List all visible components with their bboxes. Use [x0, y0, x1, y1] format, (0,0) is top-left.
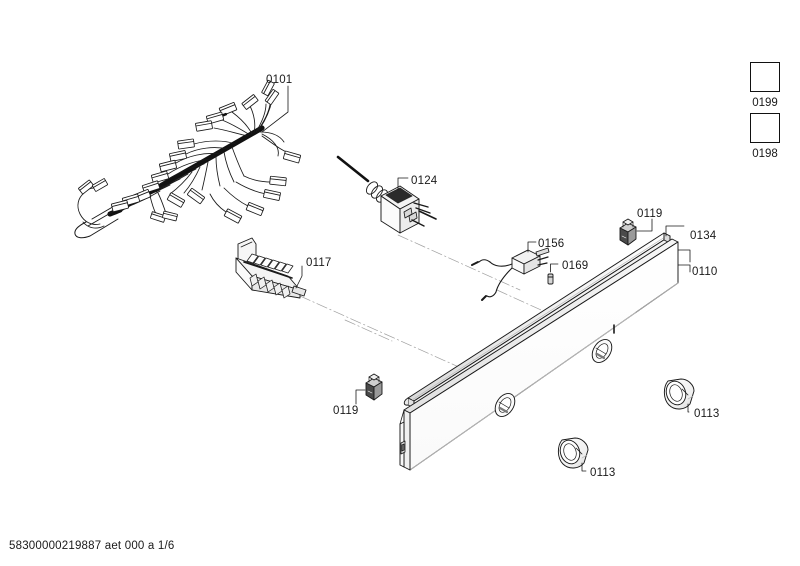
leader-0134	[665, 225, 685, 237]
leader-0169	[550, 263, 559, 273]
leader-0101	[261, 85, 289, 133]
leader-0119-lower	[355, 389, 366, 405]
part-label-0110: 0110	[692, 266, 718, 278]
part-0169-bushing	[547, 273, 554, 285]
leader-0119-upper	[636, 218, 653, 232]
knob-hole-right	[591, 339, 613, 363]
part-0110-control-panel	[399, 238, 679, 471]
leader-0113-left	[581, 462, 587, 472]
leader-0117	[295, 265, 303, 289]
leader-0124	[397, 177, 409, 191]
part-label-0156: 0156	[538, 238, 565, 250]
part-label-0124: 0124	[411, 175, 438, 187]
part-label-0169: 0169	[562, 260, 589, 272]
part-label-0113-right: 0113	[694, 408, 720, 420]
icon-box-0198	[750, 113, 780, 143]
part-0113-knob-right	[663, 378, 695, 410]
document-footer-id: 58300000219887 aet 000 a 1/6	[9, 540, 175, 552]
icon-caption-0199: 0199	[752, 97, 778, 109]
part-0119-clip-lower	[365, 373, 383, 401]
part-0113-knob-left	[557, 437, 589, 469]
knob-hole-left	[494, 393, 516, 417]
part-0101-wiring-harness	[74, 79, 302, 239]
part-label-0119-lower: 0119	[333, 405, 359, 417]
leader-0113-right	[687, 403, 690, 413]
part-label-0119-upper: 0119	[637, 208, 663, 220]
part-label-0113-left: 0113	[590, 467, 616, 479]
part-0124-thermostat	[336, 155, 437, 234]
icon-caption-0198: 0198	[752, 148, 778, 160]
part-0119-clip-upper	[619, 218, 637, 246]
part-0156-micro-switch	[471, 247, 550, 301]
icon-box-0199	[750, 62, 780, 92]
leader-0110	[677, 249, 691, 273]
part-label-0134: 0134	[690, 230, 717, 242]
part-label-0117: 0117	[306, 257, 332, 269]
leader-0156	[527, 241, 537, 253]
part-label-0101: 0101	[266, 74, 293, 86]
part-0117-switch-block	[235, 237, 307, 299]
